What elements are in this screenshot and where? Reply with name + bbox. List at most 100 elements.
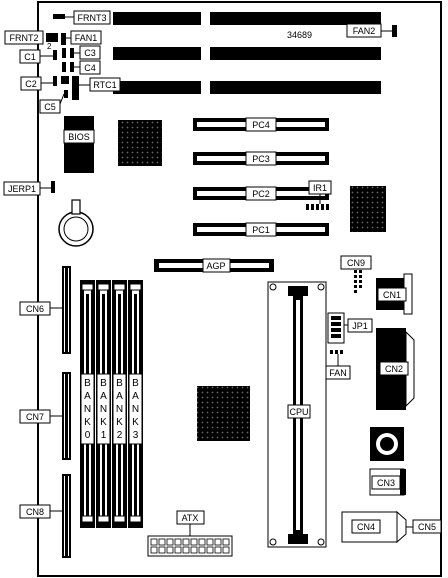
bank3-letter: K <box>132 417 139 428</box>
cn4-label-box <box>351 519 381 534</box>
fan-header <box>330 350 343 354</box>
cn7-connector <box>62 372 71 460</box>
bank0-letter: A <box>84 391 91 402</box>
bank0-letter: B <box>84 378 91 389</box>
cn3-label: CN3 <box>377 478 395 488</box>
bios-label-box <box>63 129 95 144</box>
jerp1-header <box>51 181 55 193</box>
pci-slots: PC4 PC3 PC2 PC1 <box>193 117 329 237</box>
pc4-label-box <box>245 117 277 132</box>
isa-slot <box>113 12 201 25</box>
pc4-label: PC4 <box>252 120 270 130</box>
dimm-bank-3: B A N K 3 <box>128 280 143 528</box>
cn6-connector <box>62 266 71 354</box>
dimm-bank-1: B A N K 1 <box>96 280 111 528</box>
cpu-label-box <box>287 404 311 419</box>
pc3-label-box <box>245 151 277 166</box>
cn8-label: CN8 <box>26 507 44 517</box>
pc3-label: PC3 <box>252 154 270 164</box>
cn9-label: CN9 <box>347 258 365 268</box>
fan-label: FAN <box>329 368 347 378</box>
fan1-label: FAN1 <box>75 33 98 43</box>
rtc1-label: RTC1 <box>93 80 116 90</box>
cn2-label-box <box>379 361 409 376</box>
frnt2-header <box>46 33 58 42</box>
isa-slot <box>210 47 381 60</box>
cn2-label: CN2 <box>385 364 403 374</box>
bank3-letter: B <box>132 378 139 389</box>
isa-slot <box>113 47 201 60</box>
io-chip <box>350 186 386 232</box>
agp-label: AGP <box>206 261 225 271</box>
jp1-label: JP1 <box>352 321 368 331</box>
c5-label: C5 <box>44 102 56 112</box>
bios-label: BIOS <box>68 132 90 142</box>
bank1-letter: K <box>100 417 107 428</box>
isa-slot <box>113 81 201 94</box>
frnt2-label: FRNT2 <box>10 33 39 43</box>
ir1-header <box>306 204 329 210</box>
fan1-header <box>61 33 66 45</box>
atx-label: ATX <box>182 513 199 523</box>
isa-slot <box>210 12 381 25</box>
bank2-letter: K <box>116 417 123 428</box>
cn5-label: CN5 <box>418 522 436 532</box>
cpu-label: CPU <box>289 407 308 417</box>
pin-2-label: 2 <box>47 42 52 51</box>
bank2-letter: N <box>116 404 123 415</box>
bank2-letter: 2 <box>117 430 123 441</box>
c2-label: C2 <box>25 79 37 89</box>
pc2-label: PC2 <box>252 189 270 199</box>
frnt3-label: FRNT3 <box>78 13 107 23</box>
fan1-label-box <box>70 30 102 45</box>
frnt3-label-box <box>73 10 111 25</box>
cn3-label-box <box>371 475 401 490</box>
bank2-letter: A <box>116 391 123 402</box>
fan2-header <box>392 25 397 37</box>
dimm-bank-2: B A N K 2 <box>112 280 127 528</box>
pc1-label: PC1 <box>252 225 270 235</box>
c3-label: C3 <box>84 48 96 58</box>
bank3-letter: A <box>132 391 139 402</box>
fan2-label: FAN2 <box>353 26 376 36</box>
cpu-slot: CPU <box>267 281 327 548</box>
bank3-letter: N <box>132 404 139 415</box>
ir1-label: IR1 <box>313 183 327 193</box>
bank1-letter: B <box>100 378 107 389</box>
bank1-letter: 1 <box>101 430 107 441</box>
pc2-label-box <box>245 186 277 201</box>
c1-label: C1 <box>24 52 36 62</box>
bank0-letter: K <box>84 417 91 428</box>
battery <box>58 199 94 247</box>
board-id: 34689 <box>287 30 312 40</box>
isa-slots <box>113 12 381 94</box>
frnt3-header <box>53 14 65 19</box>
c4-label: C4 <box>84 63 96 73</box>
cn1-label-box <box>377 287 407 302</box>
jerp1-label: JERP1 <box>8 184 36 194</box>
bank1-letter: A <box>100 391 107 402</box>
bank0-letter: 0 <box>85 430 91 441</box>
cn7-label: CN7 <box>26 412 44 422</box>
atx-connector <box>147 535 233 557</box>
rtc1-chip <box>72 76 79 100</box>
dimm-bank-0: B A N K 0 <box>80 280 95 528</box>
pc1-label-box <box>245 222 277 237</box>
c5-label-box <box>39 99 61 114</box>
cn5-label-box <box>412 519 442 534</box>
agp-label-box <box>202 258 231 273</box>
cn4-label: CN4 <box>357 522 375 532</box>
chipset-chip <box>118 120 162 166</box>
isa-slot <box>210 81 381 94</box>
cn1-label: CN1 <box>383 290 401 300</box>
bank1-letter: N <box>100 404 107 415</box>
bank2-letter: B <box>116 378 123 389</box>
cn8-connector <box>62 474 71 558</box>
cn6-label: CN6 <box>26 304 44 314</box>
cn9-header <box>354 270 362 293</box>
northbridge-chip <box>197 386 250 441</box>
bios-chip <box>64 116 94 173</box>
frnt2-label-box <box>4 30 44 45</box>
ps2-connector <box>370 427 404 461</box>
